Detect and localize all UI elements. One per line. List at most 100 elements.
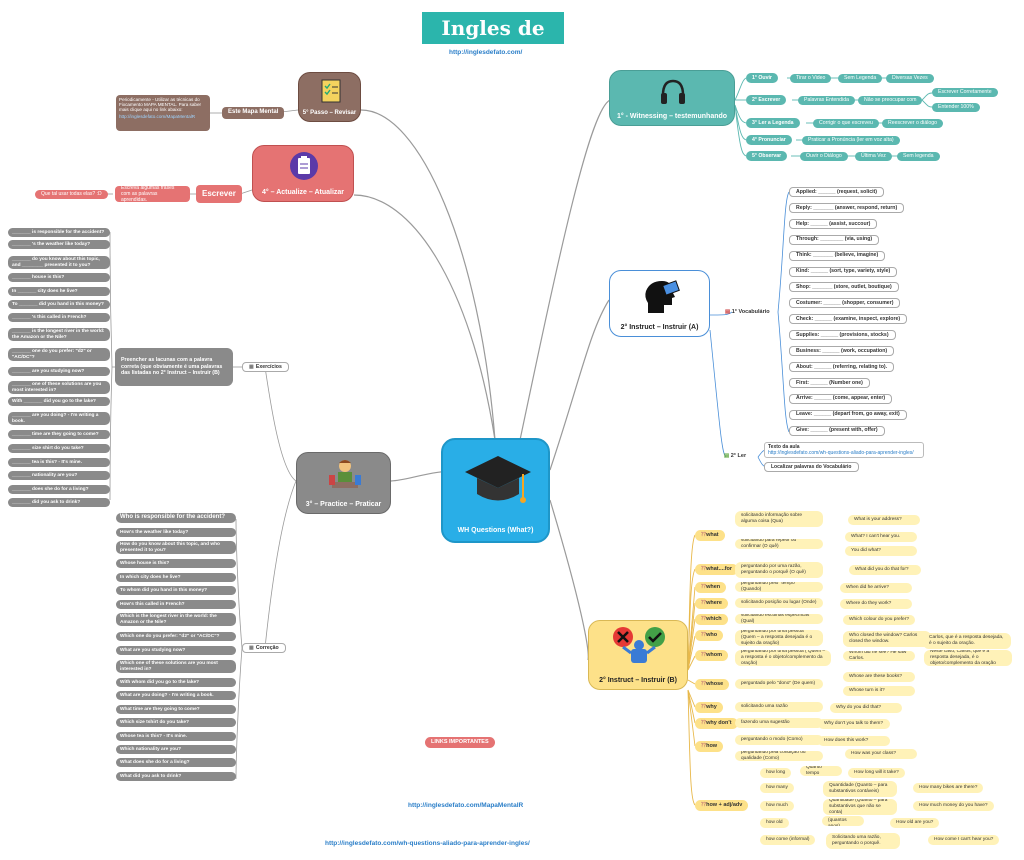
exercise-item[interactable]: In _______ city does he live? [8, 287, 110, 296]
adj-meaning[interactable]: Solicitando uma razão, perguntando o por… [826, 833, 900, 849]
exercises-description[interactable]: Preencher as lacunas com a palavra corre… [115, 348, 233, 386]
answer-item[interactable]: Who is responsible for the accident? [116, 513, 236, 523]
node-revisar[interactable]: 5° Passo – Revisar [298, 72, 361, 122]
example-sentence[interactable]: Whose are these books? [843, 672, 915, 682]
link-wh-questions[interactable]: http://inglesdefato.com/wh-questions-ali… [325, 840, 530, 847]
exercise-item[interactable]: _______ tea is this? - It's mine. [8, 458, 110, 467]
question-word-8[interactable]: ⁇ why [695, 702, 723, 713]
witness-observar-sub[interactable]: Última Vez [855, 152, 892, 161]
example-sentence[interactable]: You did what? [845, 546, 917, 556]
adj-meaning[interactable]: Quantidade (Quanto – para substantivos q… [823, 799, 897, 815]
vocab-item[interactable]: First: ______ (Number one) [789, 377, 870, 388]
answer-item[interactable]: What time are they going to come? [116, 705, 236, 714]
exercise-item[interactable]: To _______ did you hand in this money? [8, 300, 110, 309]
vocab-item[interactable]: Arrive: ______ (come, appear, enter) [789, 393, 893, 404]
example-sentence[interactable]: When did he arrive? [840, 583, 912, 593]
witness-escrever-sub[interactable]: Palavras Entendida [798, 96, 855, 105]
adj-meaning[interactable]: Quanto tempo [800, 766, 842, 776]
vocab-item[interactable]: Through: ________ (via, using) [789, 234, 880, 245]
ler-label[interactable]: ▤ 2° Ler [724, 453, 746, 459]
question-word-0[interactable]: ⁇ what [695, 530, 725, 541]
witness-pronunciar[interactable]: 4° Pronunciar [746, 135, 792, 145]
answer-item[interactable]: Which is the longest river in the world:… [116, 613, 236, 626]
answer-item[interactable]: In which city does he live? [116, 573, 236, 582]
adj-example[interactable]: How come I can't hear you? [928, 835, 1000, 845]
example-sentence[interactable]: What? I can't hear you. [845, 532, 917, 542]
exercise-item[interactable]: _______ is responsible for the accident? [8, 228, 110, 237]
usage-description[interactable]: solicitando para repetir ou confirmar (O… [735, 539, 823, 549]
vocab-item[interactable]: Kind: ______ (sort, type, variety, style… [789, 266, 898, 277]
witness-escrever-sub[interactable]: Escrever Corretamente [932, 88, 998, 97]
example-sentence[interactable]: Whom did he see? He saw Carlos. [843, 651, 915, 661]
answer-item[interactable]: Which size tshirt do you take? [116, 718, 236, 727]
ler-text-url[interactable]: http://inglesdefato.com/wh-questions-ali… [768, 450, 914, 456]
vocab-item[interactable]: Check: ______ (examine, inspect, explore… [789, 314, 908, 325]
adj-question[interactable]: how old [760, 818, 789, 828]
usage-description[interactable]: solicitando uma razão [735, 702, 823, 712]
question-word-1[interactable]: ⁇ what....for [695, 564, 739, 575]
revisar-note[interactable]: Periodicamente - Utilizar as técnicas do… [116, 95, 210, 131]
node-practice[interactable]: 3° – Practice – Praticar [296, 452, 391, 514]
question-word-9[interactable]: ⁇ why don't [695, 718, 738, 729]
answer-item[interactable]: To whom did you hand in this money? [116, 586, 236, 595]
question-word-10[interactable]: ⁇ how [695, 741, 724, 752]
witness-ler-sub[interactable]: Reescrever o diálogo [882, 119, 944, 128]
vocab-item[interactable]: Shop: _______ (store, outlet, boutique) [789, 282, 899, 293]
answer-item[interactable]: With whom did you go to the lake? [116, 678, 236, 687]
usage-description[interactable]: perguntando o modo (Como) [735, 735, 823, 745]
vocab-item[interactable]: Business: ______ (work, occupation) [789, 346, 895, 356]
answer-item[interactable]: What are you studying now? [116, 646, 236, 655]
answer-item[interactable]: How do you know about this topic, and wh… [116, 541, 236, 554]
node-instruct-a[interactable]: 2° Instruct – Instruir (A) [609, 270, 710, 337]
example-sentence[interactable]: Why don't you talk to them? [818, 719, 890, 729]
question-word-6[interactable]: ⁇ whom [695, 650, 728, 661]
link-mapa-mental[interactable]: http://inglesdefato.com/MapaMentalR [408, 802, 524, 809]
adj-meaning[interactable]: idade (quantos anos) [822, 816, 864, 826]
node-instruct-b[interactable]: 2° Instruct – Instruir (B) [588, 620, 688, 690]
vocab-item[interactable]: Costumer: ______ (shopper, consumer) [789, 298, 901, 309]
revisar-note-link[interactable]: http://inglesdefato.com/MapaMentalR [119, 114, 196, 119]
answer-item[interactable]: Which nationality are you? [116, 745, 236, 754]
central-node[interactable]: WH Questions (What?) [441, 438, 550, 543]
site-url-link[interactable]: http://inglesdefato.com/ [449, 49, 523, 56]
example-sentence[interactable]: How was your class? [845, 749, 917, 759]
exercise-item[interactable]: _______ one of these solutions are you m… [8, 381, 110, 394]
question-word-7[interactable]: ⁇ whose [695, 679, 730, 690]
escrever-question[interactable]: Que tal usar todas elas? :D [35, 190, 108, 199]
answer-item[interactable]: What did you ask to drink? [116, 772, 236, 781]
exercise-item[interactable]: _______ did you ask to drink? [8, 498, 110, 507]
example-sentence[interactable]: What did you do that for? [849, 565, 921, 575]
example-sentence[interactable]: How does this work? [818, 736, 890, 746]
correction-label[interactable]: ▦Correção [242, 643, 286, 653]
usage-description[interactable]: perguntado pelo "dono" (De quem) [735, 679, 823, 689]
answer-item[interactable]: Which one do you prefer: "d2" or "AC/DC"… [116, 632, 236, 641]
exercise-item[interactable]: _______ is the longest river in the worl… [8, 328, 110, 341]
example-sentence[interactable]: Why do you did that? [830, 703, 902, 713]
vocab-item[interactable]: Give: ______ (present with, offer) [789, 425, 885, 436]
witness-pronunciar-sub[interactable]: Praticar a Pronúncia (ler em voz alta) [802, 136, 900, 145]
exercise-item[interactable]: _______ are you doing? - I'm writing a b… [8, 412, 110, 425]
exercise-item[interactable]: _______ 's this called in French? [8, 313, 110, 322]
answer-item[interactable]: What are you doing? - I'm writing a book… [116, 691, 236, 700]
exercise-item[interactable]: _______ 's the weather like today? [8, 240, 110, 249]
usage-description[interactable]: perguntando por uma pessoa ( Quem – a re… [735, 650, 831, 666]
question-word-2[interactable]: ⁇ when [695, 582, 727, 593]
exercise-item[interactable]: _______ are you studying now? [8, 367, 110, 376]
adj-question[interactable]: how come (informal) [760, 835, 816, 845]
example-sentence[interactable]: Carlos, que é a resposta desejada, é o s… [923, 633, 1011, 649]
answer-item[interactable]: How's this called in French? [116, 600, 236, 609]
escrever-label[interactable]: Escrever [196, 185, 242, 203]
witness-observar-sub[interactable]: Ouvir o Diálogo [800, 152, 848, 161]
witness-observar-sub[interactable]: Sem legenda [897, 152, 940, 161]
question-word-4[interactable]: ⁇ which [695, 614, 728, 625]
ler-text-box[interactable]: Texto da aula http://inglesdefato.com/wh… [764, 442, 924, 458]
witness-ouvir-sub[interactable]: Diversas Vezes [886, 74, 934, 83]
vocab-label[interactable]: ▤ 1° Vocabulário [725, 309, 770, 315]
exercise-item[interactable]: _______ does she do for a living? [8, 485, 110, 494]
witness-ouvir-sub[interactable]: Tirar o Video [790, 74, 832, 83]
usage-description[interactable]: perguntando pela condição ou qualidade (… [735, 751, 823, 761]
exercise-item[interactable]: _______ size shirt do you take? [8, 444, 110, 453]
exercise-item[interactable]: _______ house is this? [8, 273, 110, 282]
question-word-5[interactable]: ⁇ who [695, 630, 724, 641]
question-word-3[interactable]: ⁇ where [695, 598, 728, 609]
